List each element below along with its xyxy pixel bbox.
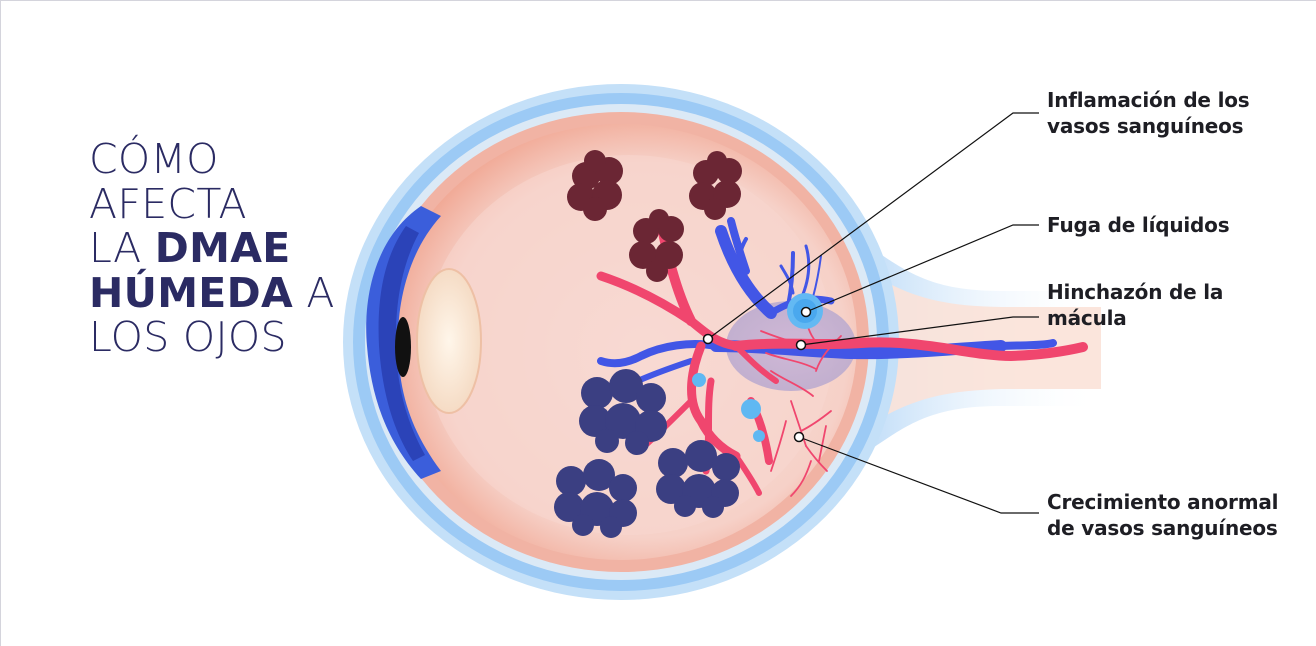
title-line-1: CÓMO [89, 137, 349, 182]
label-macula: Hinchazón de la mácula [1047, 279, 1223, 331]
label-inflammation: Inflamación de los vasos sanguíneos [1047, 87, 1249, 139]
title-line-3: LA DMAE [89, 226, 349, 271]
label-inflammation-line-1: Inflamación de los [1047, 87, 1249, 113]
title-line-4-bold: HÚMEDA [89, 269, 293, 317]
label-leak: Fuga de líquidos [1047, 212, 1229, 238]
label-inflammation-line-2: vasos sanguíneos [1047, 113, 1249, 139]
title-line-3-prefix: LA [89, 224, 155, 272]
label-macula-line-1: Hinchazón de la [1047, 279, 1223, 305]
label-leak-line-1: Fuga de líquidos [1047, 212, 1229, 238]
label-growth-line-1: Crecimiento anormal [1047, 489, 1278, 515]
label-macula-line-2: mácula [1047, 305, 1223, 331]
title-line-4: HÚMEDA A [89, 271, 349, 316]
label-growth-line-2: de vasos sanguíneos [1047, 515, 1278, 541]
page-title: CÓMO AFECTA LA DMAE HÚMEDA A LOS OJOS [89, 137, 349, 360]
title-line-2: AFECTA [89, 182, 349, 227]
label-growth: Crecimiento anormal de vasos sanguíneos [1047, 489, 1278, 541]
title-line-4-suffix: A [293, 269, 335, 317]
title-line-5: LOS OJOS [89, 315, 349, 360]
title-line-3-bold: DMAE [155, 224, 291, 272]
lens [417, 269, 481, 413]
